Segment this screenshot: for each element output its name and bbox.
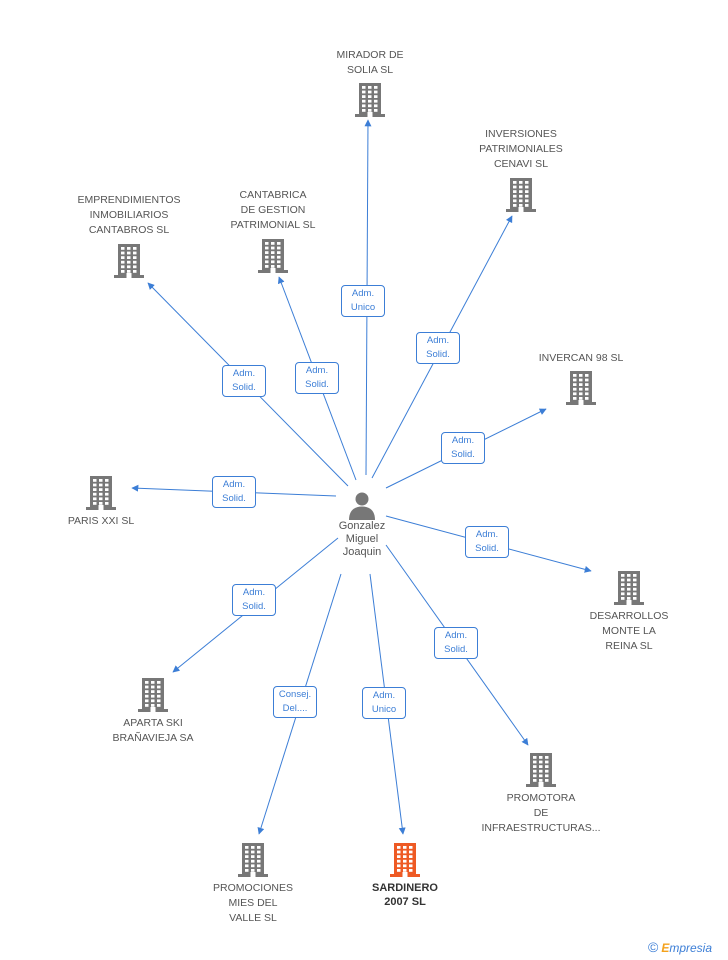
building-icon (238, 843, 268, 877)
company-node-sardinero[interactable]: SARDINERO 2007 SL (330, 843, 480, 909)
company-label: INVERCAN 98 SL (538, 352, 624, 364)
company-label: CANTABRICA DE GESTION PATRIMONIAL SL (230, 189, 316, 231)
brand-logo-initial: E (661, 941, 670, 955)
company-node-aparta[interactable]: APARTA SKI BRAÑAVIEJA SA (78, 678, 228, 746)
company-label: PROMOCIONES MIES DEL VALLE SL (213, 882, 293, 924)
relation-label-invercan[interactable]: Adm. Solid. (441, 432, 485, 464)
building-icon (258, 239, 288, 273)
company-label: PARIS XXI SL (67, 515, 135, 527)
company-node-desarrollos[interactable]: DESARROLLOS MONTE LA REINA SL (554, 571, 704, 654)
building-icon (566, 371, 596, 405)
company-node-mirador[interactable]: MIRADOR DE SOLIA SL (295, 48, 445, 117)
relation-label-desarrollos[interactable]: Adm. Solid. (465, 526, 509, 558)
relation-label-aparta[interactable]: Adm. Solid. (232, 584, 276, 616)
company-node-promociones[interactable]: PROMOCIONES MIES DEL VALLE SL (178, 843, 328, 926)
building-icon (114, 244, 144, 278)
relation-label-paris[interactable]: Adm. Solid. (212, 476, 256, 508)
building-icon (390, 843, 420, 877)
relation-label-cantabrica[interactable]: Adm. Solid. (295, 362, 339, 394)
company-node-promotora[interactable]: PROMOTORA DE INFRAESTRUCTURAS... (466, 753, 616, 836)
building-icon (526, 753, 556, 787)
person-node[interactable]: Gonzalez Miguel Joaquin (322, 490, 402, 559)
relation-label-inversiones[interactable]: Adm. Solid. (416, 332, 460, 364)
company-label: PROMOTORA DE INFRAESTRUCTURAS... (481, 792, 601, 834)
building-icon (86, 476, 116, 510)
relation-label-promociones[interactable]: Consej. Del.... (273, 686, 317, 718)
company-label: SARDINERO 2007 SL (371, 882, 438, 908)
company-node-cantabrica[interactable]: CANTABRICA DE GESTION PATRIMONIAL SL (198, 188, 348, 273)
company-label: INVERSIONES PATRIMONIALES CENAVI SL (479, 128, 563, 170)
company-label: APARTA SKI BRAÑAVIEJA SA (112, 717, 194, 744)
building-icon (355, 83, 385, 117)
person-name: Gonzalez Miguel Joaquin (338, 520, 386, 558)
company-label: EMPRENDIMIENTOS INMOBILIARIOS CANTABROS … (77, 194, 181, 236)
person-icon (349, 492, 375, 520)
company-node-invercan[interactable]: INVERCAN 98 SL (506, 351, 656, 405)
company-label: MIRADOR DE SOLIA SL (336, 49, 404, 76)
building-icon (138, 678, 168, 712)
relation-label-mirador[interactable]: Adm. Unico (341, 285, 385, 317)
company-node-inversiones[interactable]: INVERSIONES PATRIMONIALES CENAVI SL (446, 127, 596, 212)
relation-label-sardinero[interactable]: Adm. Unico (362, 687, 406, 719)
building-icon (614, 571, 644, 605)
relation-label-emprendimientos[interactable]: Adm. Solid. (222, 365, 266, 397)
relation-label-promotora[interactable]: Adm. Solid. (434, 627, 478, 659)
company-node-emprendimientos[interactable]: EMPRENDIMIENTOS INMOBILIARIOS CANTABROS … (54, 193, 204, 278)
brand-logo-text: mpresia (669, 941, 713, 955)
copyright-notice: ©Empresia (648, 939, 712, 955)
company-node-paris[interactable]: PARIS XXI SL (26, 476, 176, 529)
copyright-icon: © (648, 939, 659, 955)
building-icon (506, 178, 536, 212)
company-label: DESARROLLOS MONTE LA REINA SL (589, 610, 669, 652)
